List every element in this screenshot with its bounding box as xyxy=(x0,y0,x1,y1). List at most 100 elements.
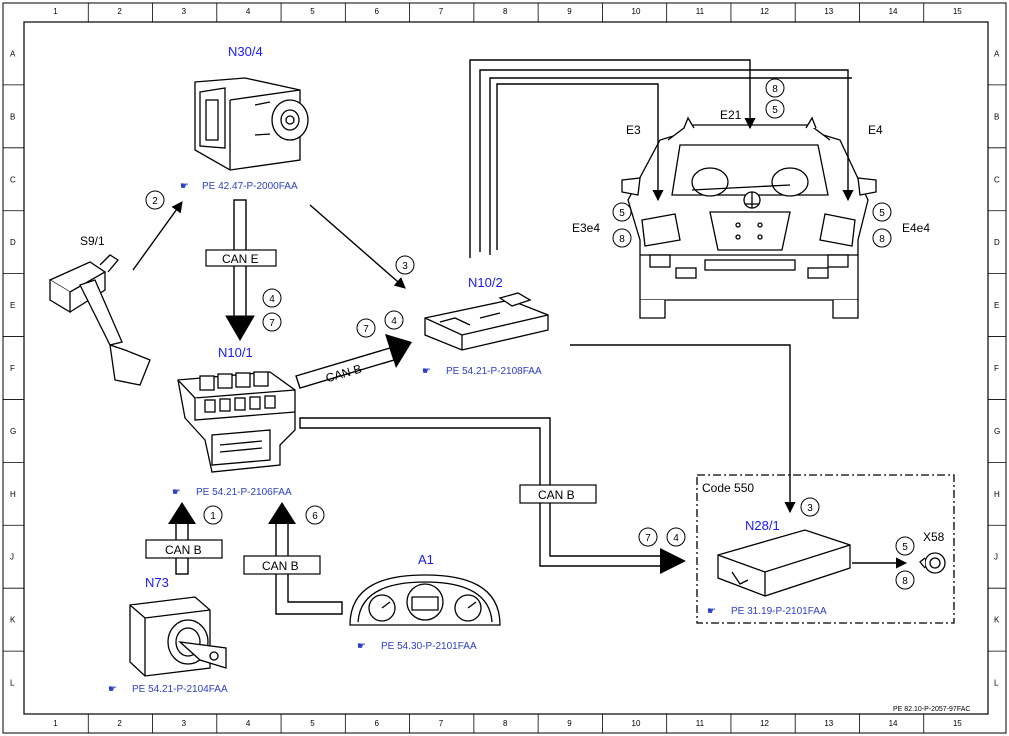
grid-row-label: C xyxy=(994,175,1000,184)
s9-1-pedal-drawing xyxy=(48,254,151,386)
step-circle xyxy=(305,505,325,525)
n30-4-label: N30/4 xyxy=(228,44,263,59)
s9-1-label: S9/1 xyxy=(80,234,105,248)
grid-column-label: 4 xyxy=(246,719,251,728)
n30-4-unit-drawing xyxy=(194,77,309,171)
step-number: 2 xyxy=(152,196,158,207)
step-circle xyxy=(203,505,223,525)
grid-row-label: E xyxy=(10,301,15,310)
e21-label: E21 xyxy=(720,108,742,122)
step-number: 4 xyxy=(391,316,397,327)
n28-1-unit-drawing xyxy=(717,529,851,597)
grid-column-label: 2 xyxy=(117,7,122,16)
code-550-box xyxy=(696,474,955,624)
x58-socket-drawing xyxy=(919,552,946,574)
a1-ref[interactable]: PE 54.30-P-2101FAA xyxy=(381,641,477,652)
grid-column-label: 8 xyxy=(503,719,508,728)
can-b-n73-label: CAN B xyxy=(165,543,202,557)
n10-1-ref-icon: ☛ xyxy=(172,487,181,498)
footer-reference: PE 82.10-P-2057-97FAC xyxy=(893,706,970,713)
e4e4-label: E4e4 xyxy=(902,221,930,235)
step-number: 3 xyxy=(807,503,813,514)
e4-label: E4 xyxy=(868,123,883,137)
grid-column-label: 15 xyxy=(953,719,962,728)
step-circle xyxy=(765,78,785,98)
grid-row-label: F xyxy=(994,364,999,373)
grid-row-label: G xyxy=(10,427,16,436)
n73-ref[interactable]: PE 54.21-P-2104FAA xyxy=(132,684,228,695)
step-circle xyxy=(262,312,282,332)
step-number: 8 xyxy=(619,234,625,245)
step-number: 4 xyxy=(673,533,679,544)
can-b-a1-label: CAN B xyxy=(262,559,299,573)
step-number: 3 xyxy=(402,261,408,272)
step-circle xyxy=(895,536,915,556)
grid-column-label: 3 xyxy=(182,719,187,728)
can-e-arrow xyxy=(205,199,277,341)
grid-row-label: C xyxy=(10,175,16,184)
grid-row-label: L xyxy=(10,679,15,688)
n30-4-ref[interactable]: PE 42.47-P-2000FAA xyxy=(202,181,298,192)
grid-row-label: A xyxy=(994,49,1000,58)
connections xyxy=(132,59,908,569)
n73-ref-icon: ☛ xyxy=(108,684,117,695)
step-circle xyxy=(872,202,892,222)
a1-cluster-drawing xyxy=(349,574,501,626)
step-number: 7 xyxy=(645,533,651,544)
step-number: 7 xyxy=(269,318,275,329)
step-circle xyxy=(384,310,404,330)
grid-column-label: 12 xyxy=(760,7,769,16)
grid-row-label: H xyxy=(10,490,16,499)
grid-column-label: 12 xyxy=(760,719,769,728)
grid-column-label: 1 xyxy=(53,719,58,728)
grid-row-label: G xyxy=(994,427,1000,436)
can-b-route-label: CAN B xyxy=(538,488,575,502)
step-number: 8 xyxy=(772,84,778,95)
grid-row-label: E xyxy=(994,301,999,310)
grid-row-label: B xyxy=(10,112,15,121)
can-b-n73-arrow xyxy=(145,502,223,575)
vehicle-rear-drawing xyxy=(621,116,877,319)
grid-column-label: 13 xyxy=(824,7,833,16)
n28-1-ref[interactable]: PE 31.19-P-2101FAA xyxy=(731,606,827,617)
can-b-route-arrow xyxy=(299,417,686,574)
grid-row-label: J xyxy=(994,553,998,562)
grid-row-label: B xyxy=(994,112,999,121)
step-number: 8 xyxy=(902,576,908,587)
grid-column-label: 5 xyxy=(310,719,315,728)
n28-1-ref-icon: ☛ xyxy=(707,606,716,617)
can-e-label: CAN E xyxy=(222,252,259,266)
grid-column-label: 4 xyxy=(246,7,251,16)
grid-column-label: 9 xyxy=(567,7,572,16)
step-circle xyxy=(262,288,282,308)
a1-label: A1 xyxy=(418,552,434,567)
n10-2-ref[interactable]: PE 54.21-P-2108FAA xyxy=(446,366,542,377)
grid-column-label: 6 xyxy=(374,719,379,728)
step-number: 1 xyxy=(210,511,216,522)
n10-1-ref[interactable]: PE 54.21-P-2106FAA xyxy=(196,487,292,498)
step-circle xyxy=(666,527,686,547)
grid-row-label: A xyxy=(10,49,16,58)
code-550-label: Code 550 xyxy=(702,481,754,495)
step-circle xyxy=(872,228,892,248)
grid-column-label: 3 xyxy=(182,7,187,16)
grid-column-label: 11 xyxy=(696,719,705,728)
step-circle xyxy=(800,497,820,517)
grid-ticks xyxy=(3,3,1006,733)
n10-1-unit-drawing xyxy=(177,371,296,473)
step-number: 5 xyxy=(879,208,885,219)
n10-1-label: N10/1 xyxy=(218,345,253,360)
e3e4-label: E3e4 xyxy=(572,221,600,235)
grid-row-label: L xyxy=(994,679,999,688)
grid-column-label: 14 xyxy=(889,7,898,16)
grid-column-label: 6 xyxy=(374,7,379,16)
n73-unit-drawing xyxy=(129,596,227,677)
grid-row-label: D xyxy=(10,238,16,247)
grid-row-label: K xyxy=(994,616,1000,625)
step-circle xyxy=(765,99,785,119)
grid-column-label: 11 xyxy=(696,7,705,16)
grid-column-label: 13 xyxy=(824,719,833,728)
step-circle xyxy=(395,255,415,275)
